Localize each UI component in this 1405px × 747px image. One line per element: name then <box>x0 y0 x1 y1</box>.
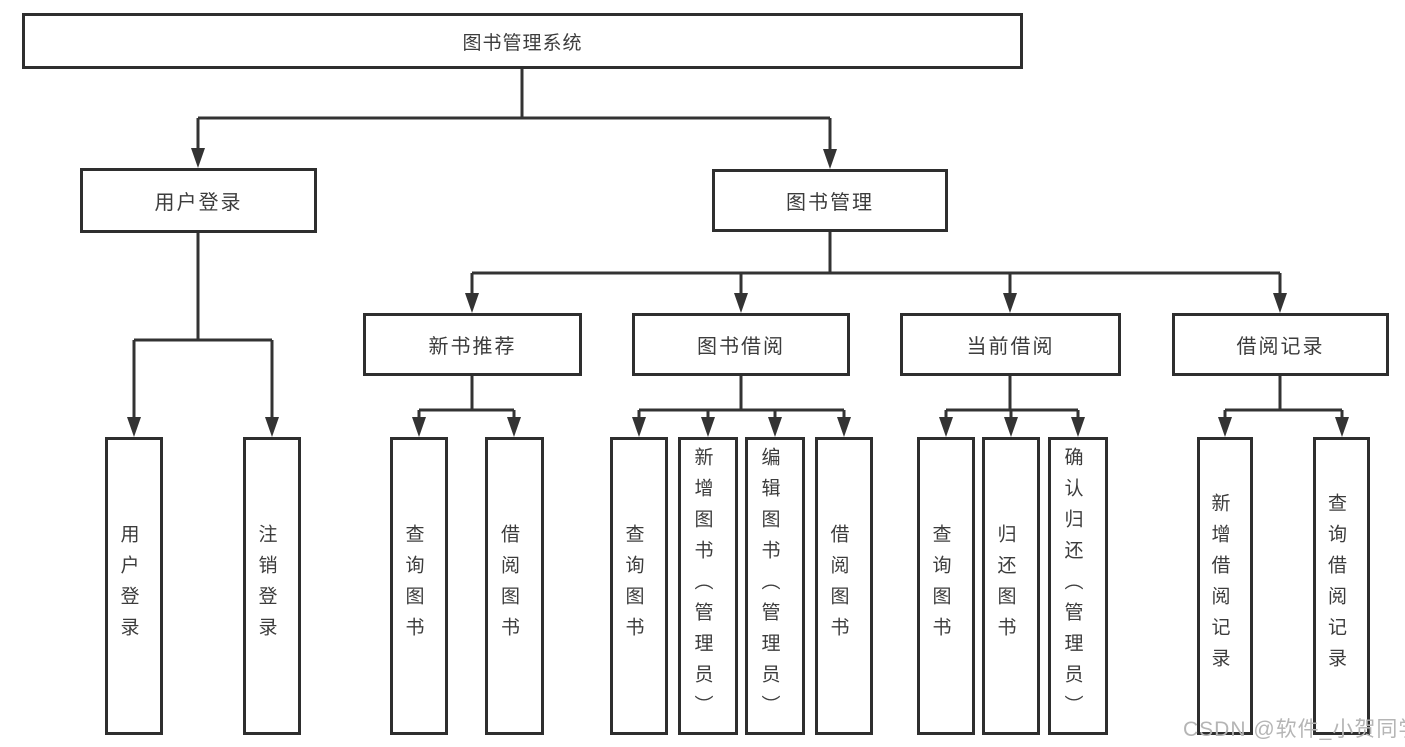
node-borrowing-records: 借阅记录 <box>1172 313 1389 376</box>
arrowhead-icon <box>701 417 715 437</box>
arrowhead-icon <box>1218 417 1232 437</box>
node-label: 借阅图书 <box>827 524 849 648</box>
node-leaf-edit-books-admin: 编辑图书（管理员） <box>745 437 805 735</box>
node-leaf-add-borrow-record: 新增借阅记录 <box>1197 437 1253 735</box>
arrowhead-icon <box>939 417 953 437</box>
node-leaf-query-borrow-record: 查询借阅记录 <box>1313 437 1370 735</box>
arrowhead-icon <box>1273 293 1287 313</box>
node-label: 借阅图书 <box>498 524 519 648</box>
arrowhead-icon <box>507 417 521 437</box>
arrowhead-icon <box>1335 417 1349 437</box>
node-label: 编辑图书（管理员） <box>758 446 780 726</box>
node-label: 新增图书（管理员） <box>691 446 713 726</box>
node-label: 查询借阅记录 <box>1325 493 1346 679</box>
node-label: 归还图书 <box>994 524 1016 648</box>
arrowhead-icon <box>632 417 646 437</box>
node-leaf-return-books: 归还图书 <box>982 437 1040 735</box>
arrowhead-icon <box>1003 293 1017 313</box>
arrowhead-icon <box>734 293 748 313</box>
node-leaf-borrow-books-1: 借阅图书 <box>485 437 544 735</box>
csdn-watermark: CSDN @软件_小贺同学 <box>1183 718 1405 741</box>
node-leaf-query-books-3: 查询图书 <box>917 437 975 735</box>
arrowhead-icon <box>768 417 782 437</box>
node-leaf-confirm-return-admin: 确认归还（管理员） <box>1048 437 1108 735</box>
arrowhead-icon <box>191 148 205 168</box>
node-library-management-system: 图书管理系统 <box>22 13 1023 69</box>
node-label: 确认归还（管理员） <box>1061 446 1083 726</box>
connector-lines-leaf-groups <box>417 376 1344 421</box>
arrowhead-icon <box>465 293 479 313</box>
node-leaf-add-books-admin: 新增图书（管理员） <box>678 437 738 735</box>
node-leaf-query-books-2: 查询图书 <box>610 437 668 735</box>
arrowhead-icon <box>837 417 851 437</box>
node-label: 注销登录 <box>255 524 277 648</box>
node-label: 图书借阅 <box>697 336 785 358</box>
arrowhead-icon <box>823 149 837 169</box>
node-label: 图书管理系统 <box>462 32 583 54</box>
node-label: 查询图书 <box>402 524 424 648</box>
node-leaf-query-books-1: 查询图书 <box>390 437 448 735</box>
connector-lines-level3 <box>470 232 1282 297</box>
node-leaf-user-login: 用户登录 <box>105 437 163 735</box>
node-label: 查询图书 <box>929 524 951 648</box>
arrowhead-icon <box>127 417 141 437</box>
node-label: 新书推荐 <box>428 336 517 358</box>
connector-lines-login-group <box>132 233 274 421</box>
node-label: 查询图书 <box>622 524 644 648</box>
node-label: 图书管理 <box>786 192 874 214</box>
node-label: 用户登录 <box>154 192 243 214</box>
node-label: 用户登录 <box>117 524 139 648</box>
arrowhead-icon <box>412 417 426 437</box>
node-label: 当前借阅 <box>966 336 1055 358</box>
node-book-management: 图书管理 <box>712 169 948 232</box>
connector-lines-level2 <box>196 69 832 152</box>
arrowhead-icon <box>265 417 279 437</box>
node-new-book-recommendation: 新书推荐 <box>363 313 582 376</box>
node-current-borrowing: 当前借阅 <box>900 313 1121 376</box>
arrowhead-icon <box>1004 417 1018 437</box>
node-user-login: 用户登录 <box>80 168 317 233</box>
node-label: 新增借阅记录 <box>1208 493 1230 679</box>
node-leaf-logout: 注销登录 <box>243 437 301 735</box>
arrowheads <box>127 148 1349 437</box>
arrowhead-icon <box>1071 417 1085 437</box>
node-label: 借阅记录 <box>1236 336 1325 358</box>
node-book-borrowing: 图书借阅 <box>632 313 850 376</box>
node-leaf-borrow-books-2: 借阅图书 <box>815 437 873 735</box>
